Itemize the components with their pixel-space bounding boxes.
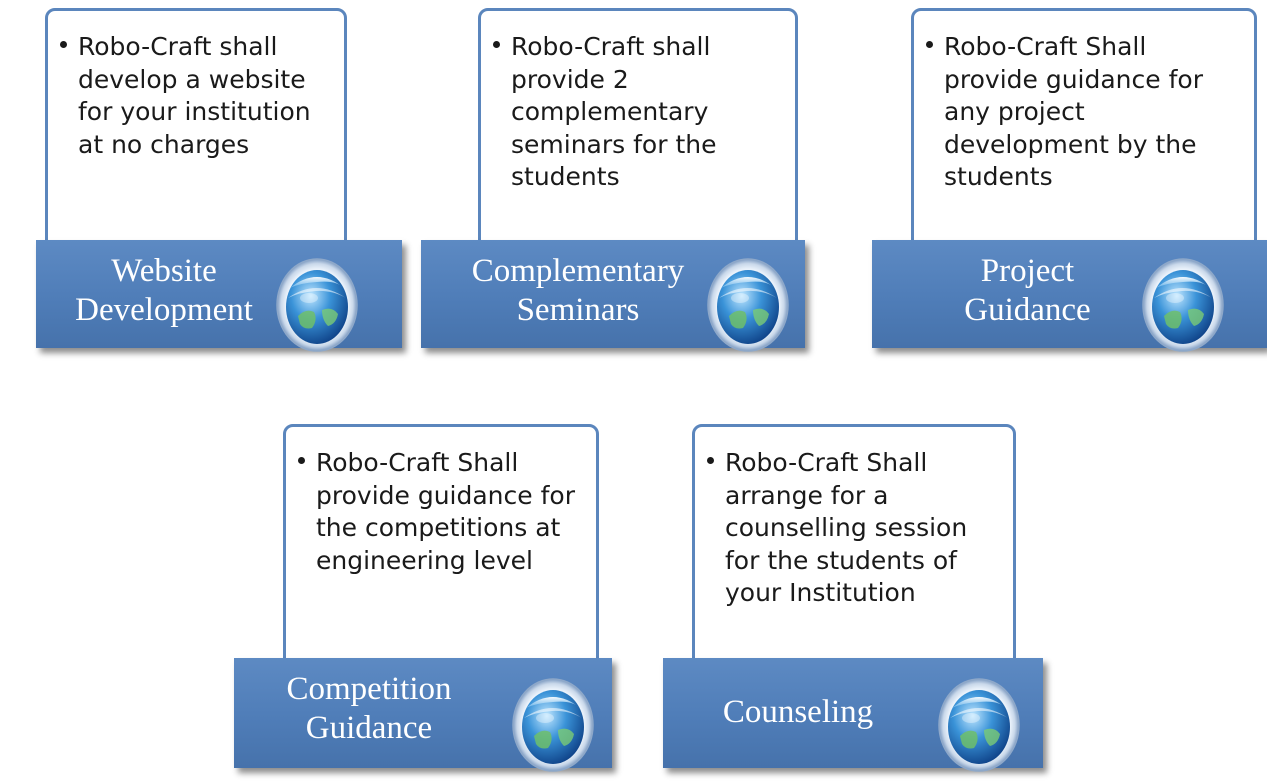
card-title-line2: Seminars bbox=[516, 292, 640, 328]
description-box: Robo-Craft shall provide 2 complementary… bbox=[478, 8, 798, 256]
description-box: Robo-Craft Shall provide guidance for th… bbox=[283, 424, 599, 672]
bullet-icon bbox=[926, 41, 933, 48]
description-box: Robo-Craft Shall arrange for a counselli… bbox=[692, 424, 1016, 672]
card-title-line1: Complementary bbox=[471, 253, 685, 289]
description-text: Robo-Craft shall provide 2 complementary… bbox=[511, 32, 717, 191]
globe-icon bbox=[707, 258, 789, 352]
globe-icon bbox=[276, 258, 358, 352]
card-title: Counseling bbox=[688, 693, 908, 732]
card-title-line1: Project bbox=[980, 253, 1075, 289]
description-box: Robo-Craft shall develop a website for y… bbox=[45, 8, 347, 256]
description-text: Robo-Craft Shall arrange for a counselli… bbox=[725, 448, 968, 607]
card-title-line2: Development bbox=[75, 292, 253, 328]
globe-icon bbox=[1142, 258, 1224, 352]
bullet-icon bbox=[60, 41, 67, 48]
card-title-line2: Guidance bbox=[305, 710, 433, 746]
bullet-icon bbox=[298, 457, 305, 464]
description-text: Robo-Craft Shall provide guidance for an… bbox=[944, 32, 1203, 191]
bullet-icon bbox=[707, 457, 714, 464]
bullet-icon bbox=[493, 41, 500, 48]
description-box: Robo-Craft Shall provide guidance for an… bbox=[911, 8, 1257, 256]
card-title-line2: Guidance bbox=[964, 292, 1091, 328]
card-title-line1: Competition bbox=[286, 671, 452, 707]
description-text: Robo-Craft shall develop a website for y… bbox=[78, 32, 311, 159]
globe-icon bbox=[512, 678, 594, 772]
card-title-line1: Counseling bbox=[722, 694, 874, 730]
description-text: Robo-Craft Shall provide guidance for th… bbox=[316, 448, 575, 575]
card-title-line1: Website bbox=[111, 253, 217, 289]
globe-icon bbox=[938, 678, 1020, 772]
